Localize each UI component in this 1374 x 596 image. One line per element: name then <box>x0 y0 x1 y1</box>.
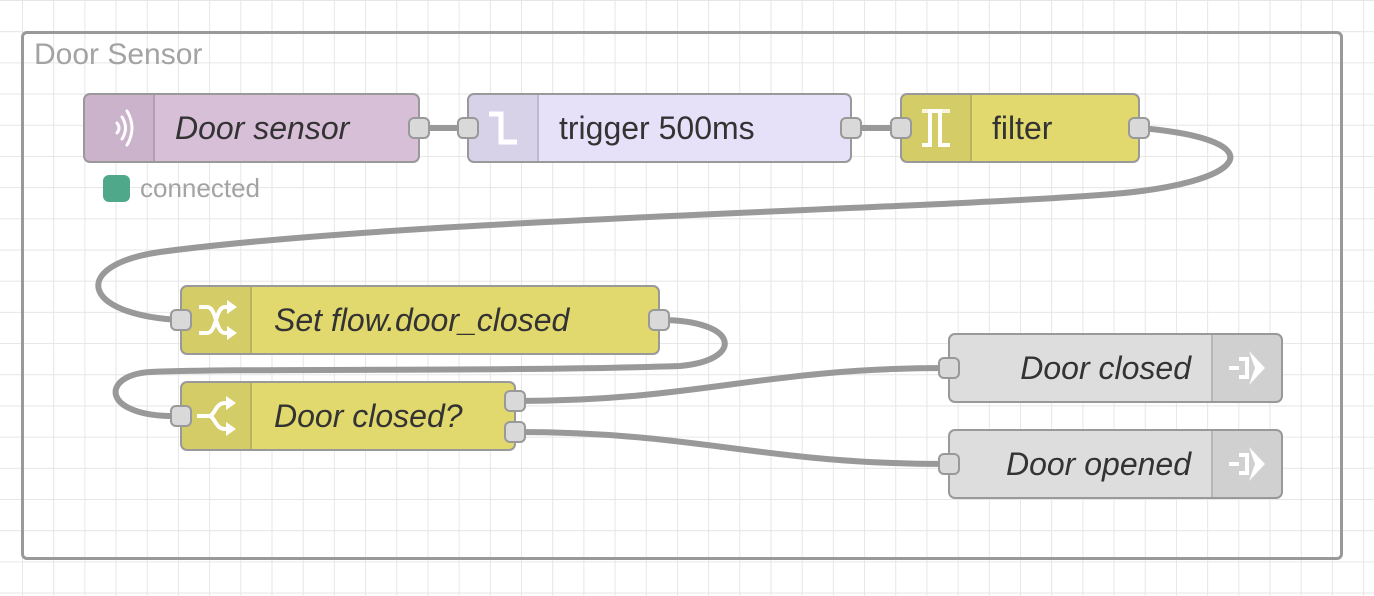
wire-set-to-switch <box>112 317 728 420</box>
wire-switch-to-closed <box>513 365 951 404</box>
node-label: Door opened <box>1005 445 1191 482</box>
node-door-sensor[interactable]: Door sensor <box>83 93 430 163</box>
output-port-2[interactable] <box>504 421 526 443</box>
output-port[interactable] <box>648 309 670 331</box>
bluetooth-wave-icon <box>85 95 155 161</box>
output-port[interactable] <box>840 117 862 139</box>
filter-icon <box>902 95 972 161</box>
input-port[interactable] <box>938 357 960 379</box>
node-label: trigger 500ms <box>559 109 755 146</box>
link-out-icon <box>1211 431 1281 497</box>
node-door-opened-out[interactable]: Door opened <box>938 429 1283 499</box>
output-port[interactable] <box>1128 117 1150 139</box>
node-label: Door closed? <box>274 397 463 434</box>
status-dot-icon <box>103 175 130 202</box>
output-port[interactable] <box>408 117 430 139</box>
input-port[interactable] <box>170 309 192 331</box>
status-text: connected <box>140 173 260 203</box>
node-trigger[interactable]: trigger 500ms <box>457 93 862 163</box>
node-label: Set flow.door_closed <box>274 301 570 338</box>
output-port-1[interactable] <box>504 390 526 412</box>
node-door-closed-switch[interactable]: Door closed? <box>170 381 526 451</box>
status-indicator: connected <box>103 173 260 204</box>
wire-filter-to-set <box>95 125 1234 323</box>
node-set-flow[interactable]: Set flow.door_closed <box>170 285 670 355</box>
input-port[interactable] <box>890 117 912 139</box>
node-label: filter <box>992 109 1053 146</box>
flow-group-door-sensor[interactable] <box>21 31 1343 560</box>
node-label: Door sensor <box>175 109 350 146</box>
input-port[interactable] <box>170 405 192 427</box>
shuffle-icon <box>182 287 252 353</box>
link-out-icon <box>1211 335 1281 401</box>
group-label: Door Sensor <box>34 38 203 71</box>
input-port[interactable] <box>938 453 960 475</box>
node-filter[interactable]: filter <box>890 93 1150 163</box>
node-door-closed-out[interactable]: Door closed <box>938 333 1283 403</box>
node-label: Door closed <box>1020 349 1191 386</box>
wire-switch-to-opened <box>513 429 951 467</box>
switch-icon <box>182 383 252 449</box>
trigger-pulse-icon <box>469 95 539 161</box>
input-port[interactable] <box>457 117 479 139</box>
